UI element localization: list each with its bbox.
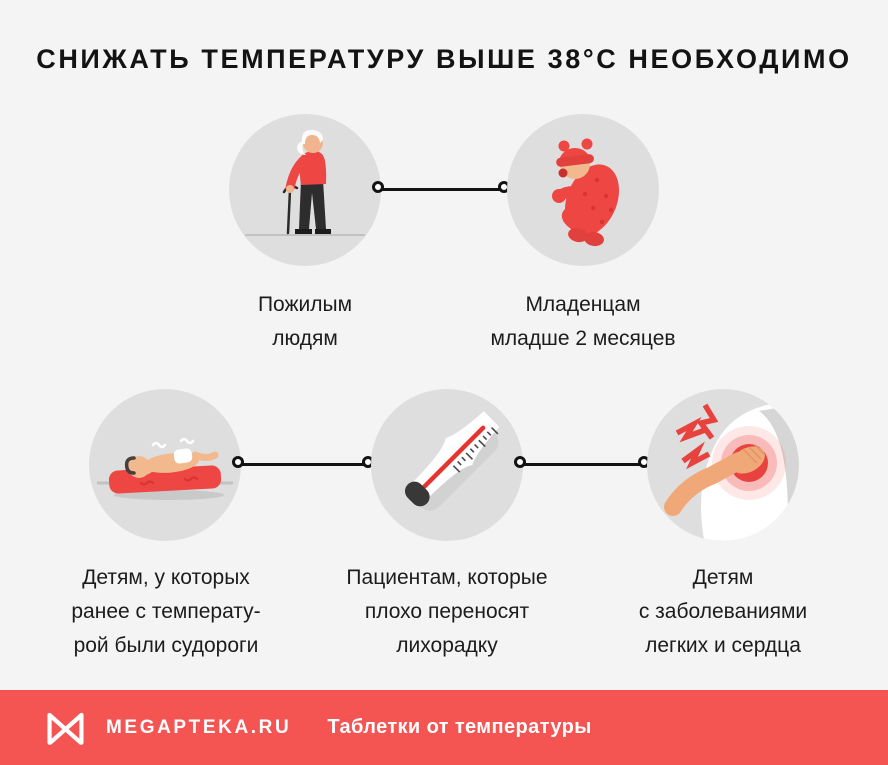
caption-elderly: Пожилым людям	[257, 293, 353, 350]
page-title: СНИЖАТЬ ТЕМПЕРАТУРУ ВЫШЕ 38°С НЕОБХОДИМО	[36, 44, 852, 74]
connector-dot	[514, 456, 526, 468]
caption-heart-lung-disease: Детям с заболеваниями легких и сердца	[638, 566, 808, 657]
baby-in-onesie-icon	[552, 138, 620, 247]
brand-name: MEGAPTEKA.RU	[106, 716, 292, 738]
connector-dot	[372, 181, 384, 193]
footer-tagline: Таблетки от температуры	[327, 716, 592, 738]
circle-heart-lung-disease	[647, 389, 799, 541]
chest-pain-icon	[664, 399, 799, 541]
megapteka-m-logo-icon	[47, 712, 84, 745]
child-on-mat-icon	[97, 437, 233, 500]
caption-fever-intolerance: Пациентам, которые плохо переносят лихор…	[346, 566, 548, 657]
elderly-man-icon	[245, 129, 365, 236]
connector-line	[381, 188, 507, 191]
circle-elderly	[229, 114, 381, 266]
caption-child-seizures: Детям, у которых ранее с температу- рой …	[71, 566, 261, 657]
thermometer-icon	[404, 411, 500, 511]
connector-line	[523, 463, 647, 466]
caption-infant: Младенцам младше 2 месяцев	[490, 293, 676, 350]
circle-infant	[507, 114, 659, 266]
circle-fever-intolerance	[371, 389, 523, 541]
footer-bar: MEGAPTEKA.RU Таблетки от температуры	[0, 690, 888, 765]
connector-line	[241, 463, 371, 466]
connector-dot	[232, 456, 244, 468]
circle-child-seizures	[89, 389, 241, 541]
